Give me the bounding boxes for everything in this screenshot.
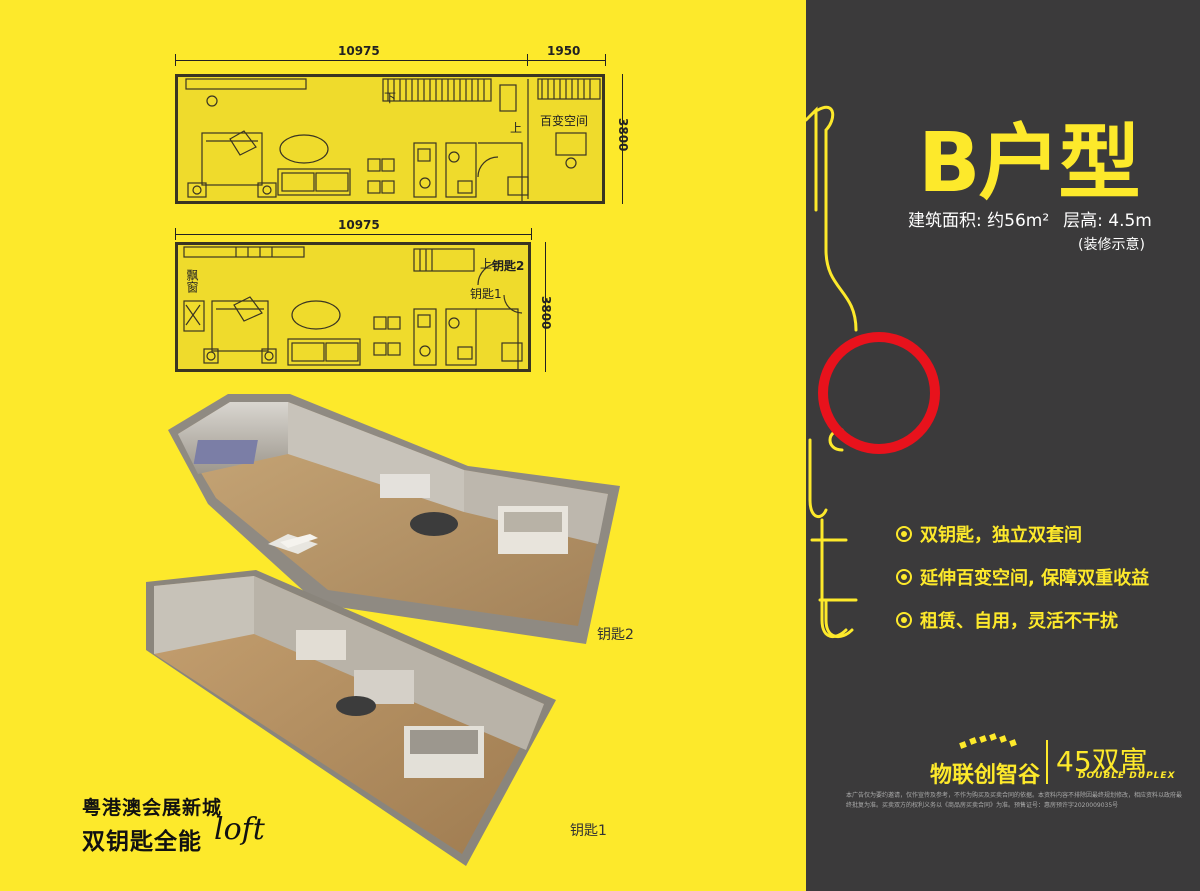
render-key1-label: 钥匙1 [570, 823, 607, 839]
render-unit-key1 [146, 570, 556, 866]
upper-plan-box: 下 上 百变空间 [175, 74, 605, 204]
feature-text: 双钥匙，独立双套间 [920, 524, 1082, 546]
feature-item: 双钥匙，独立双套间 [896, 512, 1149, 555]
slogan: 粤港澳会展新城 双钥匙全能 [82, 793, 222, 856]
slogan-loft: loft [214, 812, 265, 847]
lower-label-key2: 钥匙2 [492, 259, 525, 273]
unit-note: (装修示意) [1078, 237, 1145, 253]
bullet-icon [896, 568, 912, 585]
brand-product: 45双寓 [1056, 745, 1148, 778]
upper-label-flex-space: 百变空间 [540, 114, 589, 128]
unit-title: B户型 [918, 116, 1141, 211]
feature-item: 延伸百变空间, 保障双重收益 [896, 555, 1149, 598]
lower-label-up: 上 [480, 257, 493, 271]
unit-height: 层高: 4.5m [1063, 211, 1152, 231]
bullet-icon [896, 525, 912, 542]
upper-dim-extension: 1950 [547, 44, 581, 58]
feature-text: 延伸百变空间, 保障双重收益 [920, 567, 1150, 589]
lower-label-bay-window: 飘窗 [185, 269, 199, 293]
unit-area: 建筑面积: 约56m² [908, 211, 1050, 231]
brand-logo-icon [959, 733, 1017, 749]
upper-label-up: 上 [510, 121, 523, 135]
upper-dim-width: 10975 [338, 44, 380, 58]
feature-item: 租赁、自用，灵活不干扰 [896, 598, 1149, 641]
lower-label-key1: 钥匙1 [470, 287, 502, 301]
render-unit-key2 [168, 394, 620, 644]
brand-product-sub: DOUBLE DUPLEX [1078, 771, 1176, 781]
red-ring-decoration [818, 332, 940, 454]
brand-name: 物联创智谷 [930, 763, 1041, 788]
unit-specs: 建筑面积: 约56m² 层高: 4.5m [908, 206, 1152, 231]
lower-dim-width: 10975 [338, 218, 380, 232]
disclaimer: 本广告仅为要约邀请，仅作宣传及参考，不作为购买及买卖合同的依据。本资料内容不排除… [846, 792, 1183, 809]
brand-divider [1046, 740, 1048, 784]
feature-text: 租赁、自用，灵活不干扰 [920, 610, 1118, 632]
upper-label-down: 下 [384, 91, 397, 105]
lower-dim-depth: 3800 [539, 296, 553, 330]
slogan-line2: 双钥匙全能 [82, 829, 202, 855]
upper-dim-depth: 3800 [616, 118, 630, 152]
render-key2-label: 钥匙2 [597, 627, 634, 643]
slogan-line1: 粤港澳会展新城 [82, 797, 223, 819]
lower-plan-box: 飘窗 上 钥匙2 钥匙1 [175, 242, 531, 372]
feature-list: 双钥匙，独立双套间 延伸百变空间, 保障双重收益 租赁、自用，灵活不干扰 [896, 512, 1149, 641]
bullet-icon [896, 611, 912, 628]
